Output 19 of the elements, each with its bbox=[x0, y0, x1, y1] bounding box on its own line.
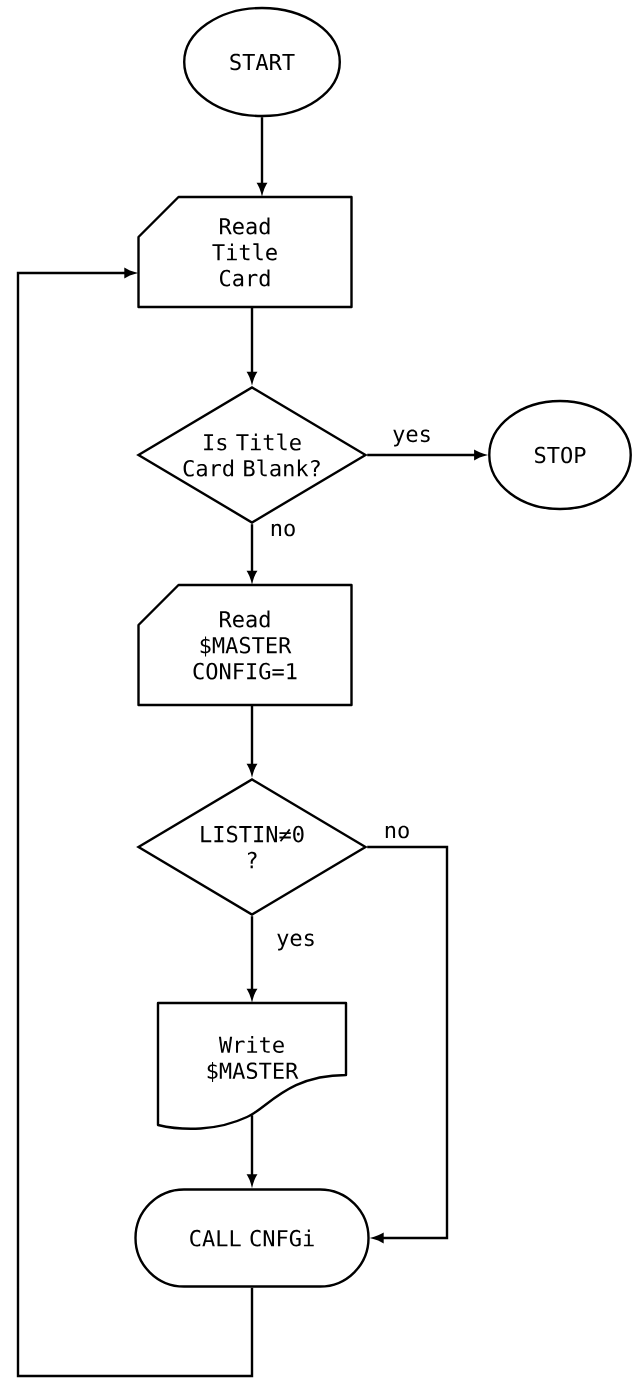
arrow bbox=[367, 450, 485, 460]
arrow bbox=[247, 307, 257, 383]
terminal-oval: START bbox=[183, 6, 341, 118]
card-input-box: Read $MASTER CONFIG=1 bbox=[137, 583, 353, 707]
edge-label: no bbox=[382, 824, 412, 840]
rounded-process-box: CALL CNFGi bbox=[134, 1188, 370, 1288]
terminal-oval: STOP bbox=[488, 399, 632, 511]
arrow bbox=[247, 916, 257, 1000]
document-box: Write $MASTER bbox=[156, 1001, 348, 1130]
edge-label: yes bbox=[391, 428, 433, 448]
arrow bbox=[247, 524, 257, 582]
arrow bbox=[247, 1115, 257, 1185]
edge-label: no bbox=[268, 522, 298, 538]
arrow bbox=[247, 705, 257, 775]
arrow bbox=[16, 268, 254, 1378]
card-input-box: Read Title Card bbox=[137, 195, 353, 309]
arrow bbox=[257, 117, 267, 194]
edge-label: yes bbox=[275, 932, 317, 952]
arrow bbox=[367, 845, 449, 1243]
